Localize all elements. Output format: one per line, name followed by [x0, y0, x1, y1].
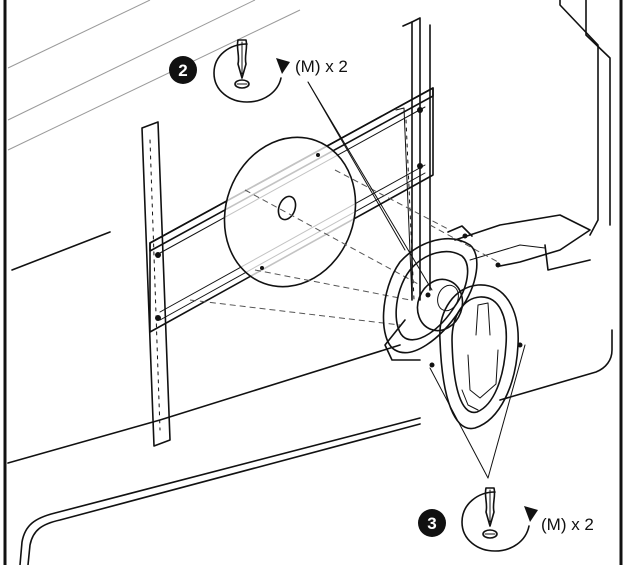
step-3-number: 3 — [427, 514, 436, 533]
tv-bottom-edge — [7, 231, 613, 565]
alignment-guides — [189, 169, 499, 326]
step-3-pointer-lines — [429, 344, 526, 479]
step-2-pointer-lines — [307, 81, 433, 291]
step-3-callout: 3 (M) x 2 — [418, 487, 594, 552]
screw-tighten-clockwise-icon — [213, 39, 290, 103]
step-3-label: (M) x 2 — [541, 515, 594, 534]
screw-tighten-clockwise-icon — [461, 487, 538, 552]
frame-border — [3, 0, 623, 565]
wall-background-lines — [7, 0, 301, 151]
rotation-disc — [223, 136, 357, 288]
step-2-callout: 2 (M) x 2 — [169, 39, 348, 103]
step-3-badge: 3 — [418, 509, 446, 537]
oval-arm-holder — [439, 262, 523, 430]
step-2-badge: 2 — [169, 56, 197, 84]
step-2-label: (M) x 2 — [295, 57, 348, 76]
vertical-wall-rail-right — [395, 107, 415, 301]
vertical-wall-rail-left — [141, 121, 171, 447]
step-2-number: 2 — [178, 61, 187, 80]
tv-body — [402, 0, 611, 301]
